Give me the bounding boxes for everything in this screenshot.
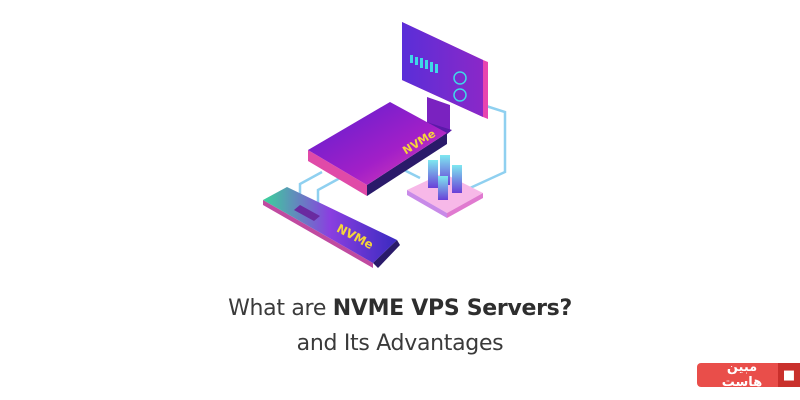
logo-text: مبین هاست: [721, 360, 763, 390]
elephant-icon: ■: [778, 363, 800, 387]
storage-stack: [407, 155, 483, 218]
server: NVMe: [308, 102, 447, 196]
heading-line-2: and Its Advantages: [296, 331, 504, 356]
nvme-illustration: NVMe NVMe: [263, 22, 507, 268]
heading-prefix: What are: [228, 296, 333, 321]
heading-line-1: What are NVME VPS Servers?: [0, 296, 800, 321]
nvme-card: NVMe: [263, 187, 400, 268]
brand-logo[interactable]: مبین هاست ■: [697, 360, 800, 390]
monitor: [402, 22, 488, 136]
heading-bold: NVME VPS Servers?: [332, 296, 572, 321]
